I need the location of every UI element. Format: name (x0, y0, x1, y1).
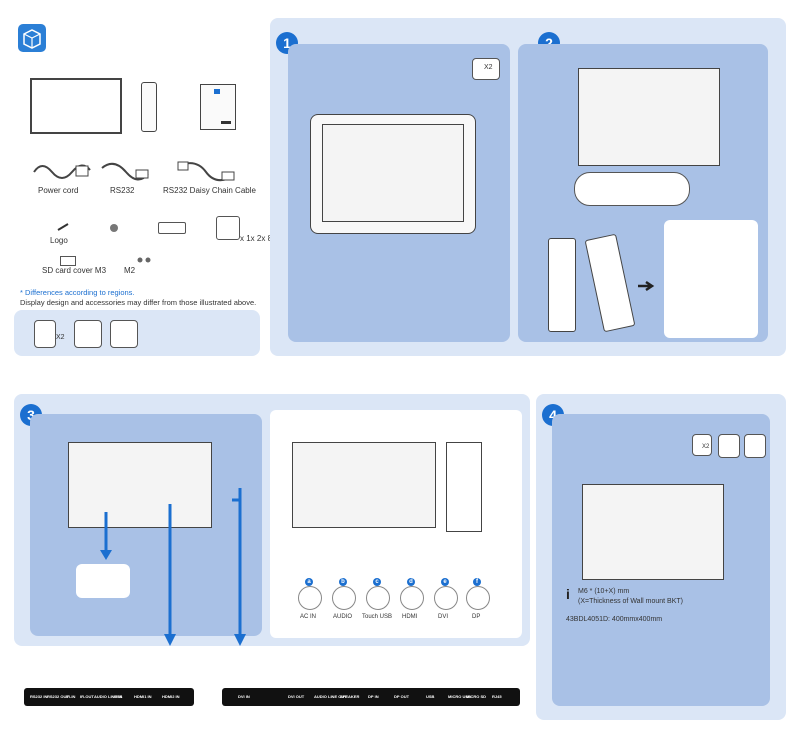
bracket-part (158, 222, 186, 234)
connector-letter: b (339, 578, 347, 586)
rs232-illustration (101, 162, 149, 181)
remote-front (548, 238, 576, 332)
port-label-bar (222, 688, 520, 706)
remote-illustration (141, 82, 157, 132)
step-4-x2: X2 (702, 444, 710, 450)
stand-part (216, 216, 240, 240)
display-illustration (30, 78, 122, 134)
connector-label: AUDIO (333, 614, 353, 620)
display-back (582, 484, 724, 580)
design-note: Display design and accessories may diffe… (20, 298, 257, 307)
connection-lines (100, 512, 112, 560)
connector-letter: a (305, 578, 313, 586)
port-label: IR-IN (66, 694, 76, 699)
screw-part (110, 224, 118, 232)
step-2-panel (518, 44, 768, 342)
port-label: MICRO SD (466, 694, 486, 699)
tools-box: X2 (14, 310, 260, 356)
connector-letter: e (441, 578, 449, 586)
connector-label: AC IN (300, 614, 317, 620)
rs232-label: RS232 (110, 186, 135, 195)
remote-back (584, 233, 636, 333)
drill-icon (744, 434, 766, 458)
ac-in-connector-icon (298, 586, 322, 610)
connector-label: DVI (438, 614, 449, 620)
dp-connector-icon (466, 586, 490, 610)
touch-usb-connector-icon (366, 586, 390, 610)
port-label: RS232 OUT (47, 694, 69, 699)
display-back (322, 124, 464, 222)
arrow-right-icon (638, 280, 655, 292)
m6-label: M6 * (10+X) mm (578, 588, 630, 595)
connector-label: Touch USB (362, 614, 393, 620)
port-label: AUDIO LINE IN (94, 694, 123, 699)
step-3-power-panel (30, 414, 262, 636)
sd-card-label: SD card cover M3 (42, 266, 107, 275)
port-label: DVI IN (238, 694, 250, 699)
port-panel-right: DVI IN DVI OUT AUDIO LINE OUT SPEAKER DP… (212, 652, 530, 720)
logo-label: Logo (50, 236, 68, 245)
screws-qty-label: x 1x 2x 8 (240, 234, 273, 243)
power-cord-illustration (33, 164, 91, 179)
display-back (292, 442, 436, 528)
port-label: USB (114, 694, 123, 699)
model-spec: 43BDL4051D: 400mmx400mm (566, 616, 663, 623)
logo-part (57, 223, 69, 231)
ac-socket-zoom (76, 564, 130, 598)
port-label: IR-OUT (80, 694, 94, 699)
hdmi-connector-icon (400, 586, 424, 610)
port-label: MICRO USB (448, 694, 471, 699)
sd-card-part (60, 256, 76, 266)
daisy-chain-cable-illustration (177, 161, 235, 182)
connector-letter: f (473, 578, 481, 586)
port-label: SPEAKER (340, 694, 360, 699)
daisy-chain-label: RS232 Daisy Chain Cable (163, 186, 256, 195)
power-cord-label: Power cord (38, 186, 79, 195)
regions-note: * Differences according to regions. (20, 288, 135, 297)
m2-label: M2 (124, 266, 136, 275)
scissors-icon (74, 320, 102, 348)
connector-label: HDMI (402, 614, 418, 620)
person-icon (472, 58, 500, 80)
keypad-zoom (574, 172, 690, 206)
port-label: DVI OUT (288, 694, 305, 699)
step-4-panel: X2 i M6 * (10+X) mm (X=Thickness of Wall… (552, 414, 770, 706)
battery-instructions (664, 220, 758, 338)
m2-screw-part (137, 257, 151, 263)
step-1-x2: X2 (484, 64, 493, 71)
port-label: DP OUT (394, 694, 410, 699)
port-label: HDMI1 IN (134, 694, 152, 699)
person-x2-label: X2 (56, 334, 65, 341)
display-back (68, 442, 212, 528)
person-icon (34, 320, 56, 348)
screwdriver-icon (718, 434, 740, 458)
m6-note: (X=Thickness of Wall mount BKT) (578, 598, 683, 605)
info-icon: i (566, 586, 570, 602)
port-label: HDMI2 IN (162, 694, 180, 699)
display-back (578, 68, 720, 166)
connector-letter: d (407, 578, 415, 586)
port-panel-left: RS232 IN RS232 OUT IR-IN IR-OUT AUDIO LI… (14, 652, 204, 720)
port-label: DP IN (368, 694, 379, 699)
pc-tower (446, 442, 482, 532)
box-icon (18, 24, 46, 52)
connector-label: DP (472, 614, 481, 620)
port-label: RS232 IN (30, 694, 48, 699)
person-icon (692, 434, 712, 456)
step-1-panel: X2 (288, 44, 510, 342)
dvi-connector-icon (434, 586, 458, 610)
manual-illustration (200, 84, 236, 130)
connector-letter: c (373, 578, 381, 586)
port-label: RJ45 (492, 694, 502, 699)
port-label: AUDIO LINE OUT (314, 694, 347, 699)
port-label: USB (426, 694, 435, 699)
port-label-bar (24, 688, 194, 706)
screwdriver-icon (110, 320, 138, 348)
audio-connector-icon (332, 586, 356, 610)
